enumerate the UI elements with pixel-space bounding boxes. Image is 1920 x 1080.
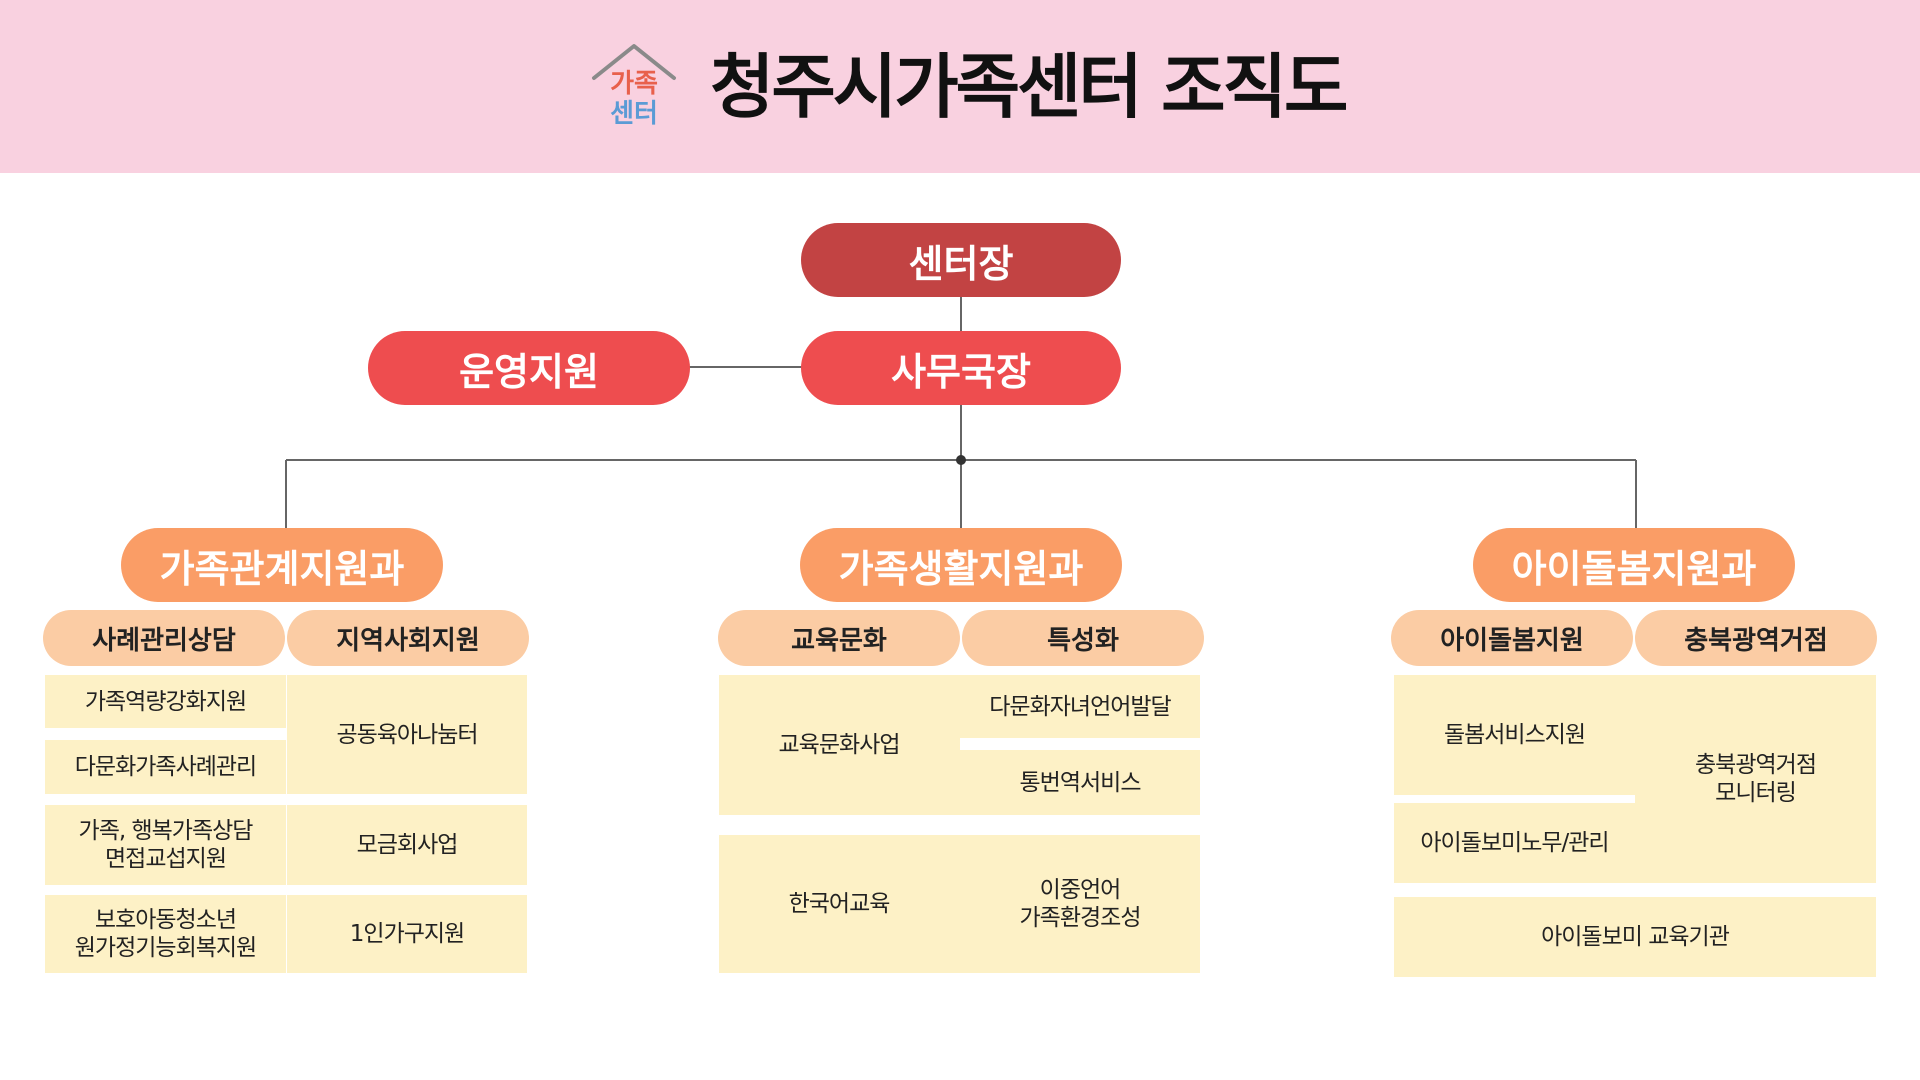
cell-fundraising: 모금회사업: [287, 805, 527, 885]
logo-text-line2: 센터: [610, 99, 658, 129]
team-chungbuk-hub: 충북광역거점: [1635, 610, 1877, 666]
department-family-life: 가족생활지원과: [800, 528, 1122, 602]
header-banner: [0, 0, 1920, 173]
team-specialization: 특성화: [962, 610, 1204, 666]
cell-multicultural-case: 다문화가족사례관리: [45, 740, 286, 794]
cell-hub-monitoring: 충북광역거점 모니터링: [1695, 752, 1817, 806]
director-box: 센터장: [801, 223, 1121, 297]
logo-text-line1: 가족: [610, 69, 658, 99]
cell-interpretation-service: 통번역서비스: [1019, 769, 1142, 796]
team-case-management: 사례관리상담: [43, 610, 285, 666]
cell-caregiver-training: 아이돌보미 교육기관: [1394, 897, 1876, 977]
cell-family-capacity: 가족역량강화지원: [45, 675, 286, 728]
family-center-logo: 가족 센터: [592, 44, 676, 129]
cell-education-culture-program: 교육문화사업: [778, 732, 901, 758]
cell-korean-education: 한국어교육: [788, 891, 891, 917]
cell-language-development: 다문화자녀언어발달: [989, 693, 1171, 720]
cell-caregiver-labor: 아이돌보미노무/관리: [1420, 830, 1609, 856]
page-title: 청주시가족센터 조직도: [710, 46, 1348, 128]
cell-group-childcare: [1394, 675, 1876, 883]
cell-child-youth-recovery: 보호아동청소년 원가정기능회복지원: [45, 895, 286, 973]
operations-support-box: 운영지원: [368, 331, 690, 405]
cell-family-counseling: 가족, 행복가족상담 면접교섭지원: [45, 805, 286, 885]
department-family-relations: 가족관계지원과: [121, 528, 443, 602]
team-education-culture: 교육문화: [718, 610, 960, 666]
team-community-support: 지역사회지원: [287, 610, 529, 666]
secretary-general-box: 사무국장: [801, 331, 1121, 405]
cell-single-household: 1인가구지원: [287, 895, 527, 973]
cell-divider: [960, 738, 1200, 750]
cell-group-education-lower: [719, 835, 1200, 973]
department-childcare: 아이돌봄지원과: [1473, 528, 1795, 602]
cell-care-service: 돌봄서비스지원: [1443, 722, 1586, 748]
cell-co-parenting: 공동육아나눔터: [287, 675, 527, 794]
team-childcare-support: 아이돌봄지원: [1391, 610, 1633, 666]
cell-bilingual-environment: 이중언어 가족환경조성: [1019, 877, 1142, 931]
cell-divider-childcare: [1394, 795, 1635, 803]
